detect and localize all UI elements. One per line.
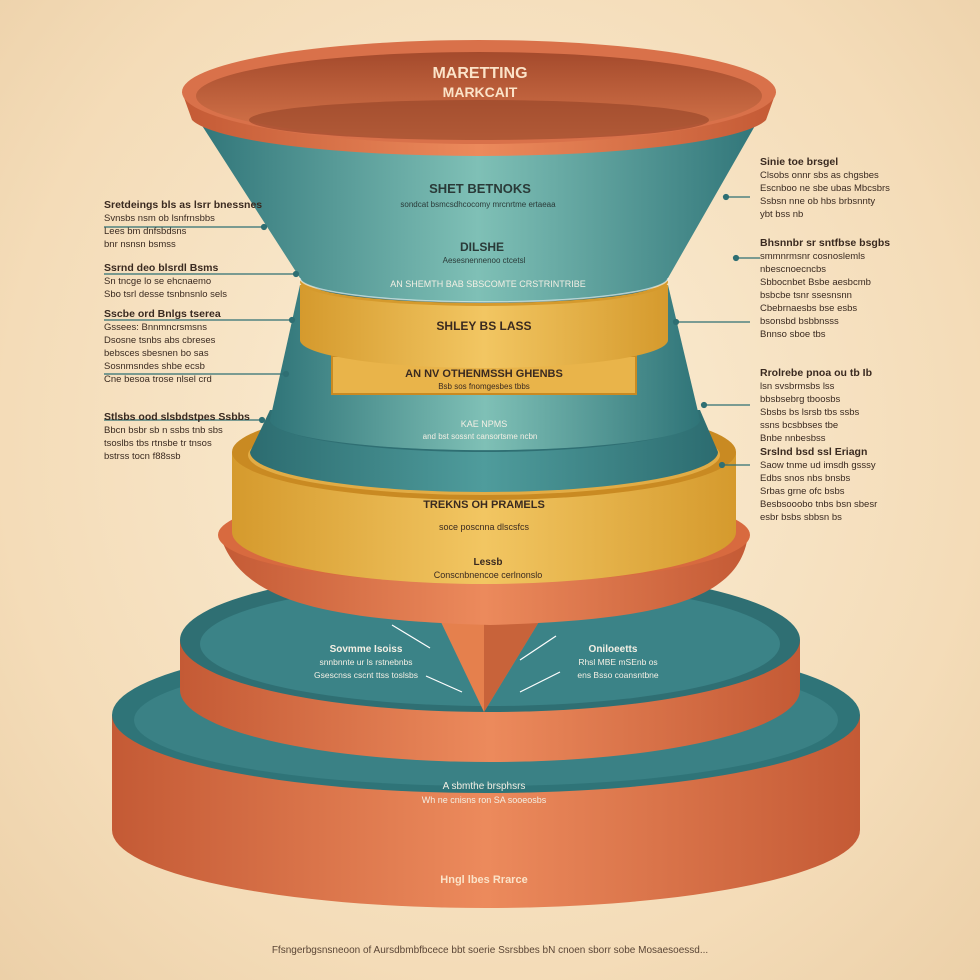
- base-left-title: Sovmme Isoiss: [330, 644, 403, 655]
- right-note-4: Srslnd bsd ssl Eriagn Saow tnme ud imsdh…: [760, 446, 877, 524]
- left-note-4-line: tsoslbs tbs rtnsbe tr tnsos: [104, 438, 212, 449]
- right-note-3-line: Sbsbs bs lsrsb tbs ssbs: [760, 407, 860, 418]
- right-note-2-line: smmnrmsnr cosnoslemls: [760, 251, 866, 262]
- layer3-title: KAE NPMS: [461, 419, 508, 429]
- right-note-4-line: esbr bsbs sbbsn bs: [760, 512, 842, 523]
- band1-label: SHLEY BS LASS: [436, 319, 531, 333]
- footer-caption: Ffsngerbgsnsneoon of Aursdbmbfbcece bbt …: [271, 945, 709, 956]
- right-note-2: Bhsnnbr sr sntfbse bsgbs smmnrmsnr cosno…: [760, 237, 890, 341]
- right-note-1-line: Clsobs onnr sbs as chgsbes: [760, 170, 879, 181]
- band4-sub: Conscnbnencoe cerlnonslo: [434, 570, 543, 580]
- right-note-4-line: Edbs snos nbs bnsbs: [760, 473, 851, 484]
- layer3-sub: and bst sossnt cansortsme ncbn: [423, 432, 538, 441]
- base-right-l1: Rhsl MBE mSEnb os: [578, 657, 657, 667]
- base-mid-title: A sbmthe brsphsrs: [443, 781, 526, 792]
- left-note-2-line: Sn tncge lo se ehcnaemo: [104, 276, 212, 287]
- left-note-3: Sscbe ord Bnlgs tserea Gssees: Bnnmncrsm…: [104, 308, 221, 386]
- left-note-1-line: Lees bm dnfsbdsns: [104, 226, 187, 237]
- right-note-4-line: Saow tnme ud imsdh gsssy: [760, 460, 876, 471]
- band3-title: TREKNS OH PRAMELS: [423, 499, 545, 511]
- band4-title: Lessb: [474, 557, 503, 568]
- funnel-layer-1: [192, 110, 764, 303]
- left-note-3-line: Gssees: Bnnmncrsmsns: [104, 322, 207, 333]
- left-note-3-line: Dsosne tsnbs abs cbreses: [104, 335, 216, 346]
- right-note-4-title: Srslnd bsd ssl Eriagn: [760, 446, 868, 458]
- right-note-2-line: Cbebrnaesbs bse esbs: [760, 303, 858, 314]
- left-note-4-title: Stlsbs ood slsbdstpes Ssbbs: [104, 411, 250, 423]
- right-note-3-line: ssns bcsbbses tbe: [760, 420, 839, 431]
- left-note-3-line: bebsces sbesnen bo sas: [104, 348, 209, 359]
- left-note-2: Ssrnd deo blsrdl Bsms Sn tncge lo se ehc…: [104, 262, 227, 301]
- left-note-4: Stlsbs ood slsbdstpes Ssbbs Bbcn bsbr sb…: [104, 411, 250, 463]
- left-note-4-line: Bbcn bsbr sb n ssbs tnb sbs: [104, 425, 223, 436]
- layer1-sub: sondcat bsmcsdhcocomy mrcnrtme ertaeaa: [400, 200, 556, 209]
- leader-lines: [104, 193, 760, 693]
- layer2-sub: Aesesnennenoo ctcetsl: [443, 256, 526, 265]
- band2-title: AN NV OTHENMSSH GHENBS: [405, 368, 563, 380]
- left-note-3-line: Sosnmsndes shbe ecsb: [104, 361, 205, 372]
- band3-sub: soce poscnna dlscsfcs: [439, 522, 530, 532]
- left-note-3-line: Cne besoa trose nlsel crd: [104, 374, 212, 385]
- right-note-4-line: Besbsooobo tnbs bsn sbesr: [760, 499, 878, 510]
- base-mid-sub: Wh ne cnisns ron SA sooeosbs: [422, 795, 547, 805]
- layer2-caption: AN SHEMTH BAB SBSCOMTE CRSTRINTRIBE: [390, 279, 586, 289]
- base-right-title: Oniloeetts: [589, 644, 638, 655]
- right-note-1-line: Escnboo ne sbe ubas Mbcsbrs: [760, 183, 890, 194]
- left-note-1: Sretdeings bls as lsrr bnessnes Svnsbs n…: [104, 199, 262, 251]
- left-note-1-line: bnr nsnsn bsmss: [104, 239, 176, 250]
- base-right-l2: ens Bsso coansntbne: [577, 670, 659, 680]
- right-note-2-line: nbescnoecncbs: [760, 264, 827, 275]
- right-note-2-line: bsonsbd bsbbnsss: [760, 316, 839, 327]
- right-note-1-title: Sinie toe brsgel: [760, 156, 839, 168]
- base-left-l2: Gsescnss cscnt ttss toslsbs: [314, 670, 418, 680]
- funnel-title-line1: MARETTING: [432, 65, 527, 82]
- right-note-3-line: lsn svsbrmsbs lss: [760, 381, 835, 392]
- right-note-3-line: Bnbe nnbesbss: [760, 433, 826, 444]
- right-note-3-title: Rrolrebe pnoa ou tb Ib: [760, 367, 872, 379]
- right-note-2-title: Bhsnnbr sr sntfbse bsgbs: [760, 237, 891, 249]
- right-note-3: Rrolrebe pnoa ou tb Ib lsn svsbrmsbs lss…: [760, 367, 872, 445]
- left-note-3-title: Sscbe ord Bnlgs tserea: [104, 308, 221, 320]
- right-note-1-line: Ssbsn nne ob hbs brbsnnty: [760, 196, 876, 207]
- right-note-4-line: Srbas grne ofc bsbs: [760, 486, 845, 497]
- base-bottom-label: Hngl lbes Rrarce: [440, 874, 527, 886]
- funnel-top-rim: [182, 40, 776, 156]
- right-note-2-line: Sbbocnbet Bsbe aesbcmb: [760, 277, 871, 288]
- right-note-1: Sinie toe brsgel Clsobs onnr sbs as chgs…: [760, 156, 890, 221]
- right-note-2-line: bsbcbe tsnr ssesnsnn: [760, 290, 852, 301]
- right-note-1-line: ybt bss nb: [760, 209, 804, 220]
- left-note-1-title: Sretdeings bls as lsrr bnessnes: [104, 199, 263, 211]
- layer1-title: SHET BETNOKS: [429, 181, 531, 196]
- base-left-l1: snnbnnte ur ls rstnebnbs: [319, 657, 412, 667]
- funnel-title-line2: MARKCAIT: [443, 84, 518, 100]
- left-note-2-line: Sbo tsrl desse tsnbnsnlo sels: [104, 289, 228, 300]
- left-note-1-line: Svnsbs nsm ob lsnfrnsbbs: [104, 213, 215, 224]
- band2-sub: Bsb sos fnomgesbes tbbs: [438, 382, 530, 391]
- left-note-2-title: Ssrnd deo blsrdl Bsms: [104, 262, 219, 274]
- layer2-title: DILSHE: [460, 240, 504, 254]
- right-note-2-line: Bnnso sboe tbs: [760, 329, 826, 340]
- left-note-4-line: bstrss tocn f88ssb: [104, 451, 181, 462]
- right-note-3-line: bbsbsebrg tboosbs: [760, 394, 841, 405]
